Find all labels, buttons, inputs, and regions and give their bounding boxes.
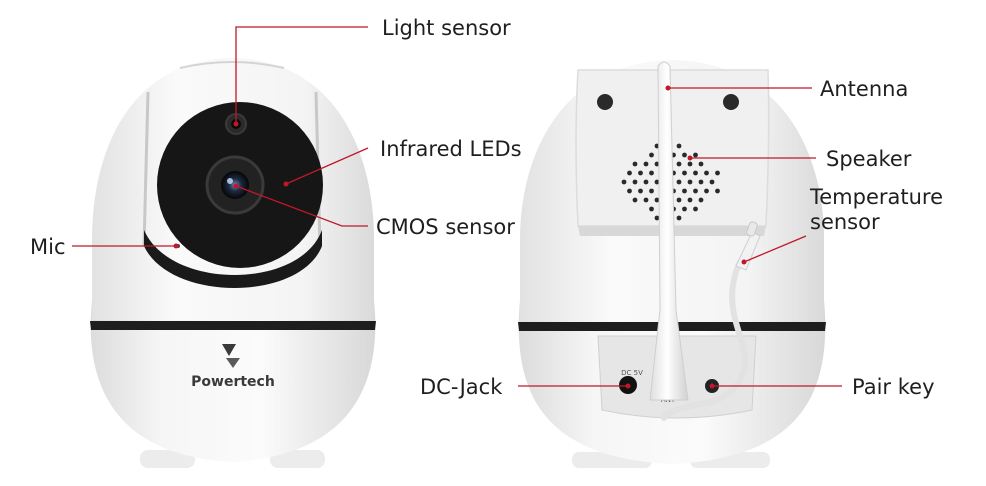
speaker-hole bbox=[687, 179, 693, 185]
speaker-hole bbox=[627, 170, 632, 176]
speaker-hole bbox=[704, 188, 709, 194]
speaker-hole bbox=[643, 179, 649, 185]
speaker-hole bbox=[627, 188, 632, 194]
label-infrared-leds: Infrared LEDs bbox=[380, 137, 522, 161]
callouts: Light sensor Infrared LEDs CMOS sensor M… bbox=[30, 16, 943, 399]
speaker-hole bbox=[654, 161, 660, 167]
speaker-hole bbox=[693, 170, 698, 176]
brand-name: Powertech bbox=[191, 374, 275, 390]
label-antenna: Antenna bbox=[820, 77, 908, 101]
front-top-seam bbox=[179, 61, 285, 69]
leader-cmos-sensor bbox=[235, 185, 368, 227]
leader-dot-pair-key bbox=[709, 383, 715, 389]
label-cmos-sensor: CMOS sensor bbox=[376, 215, 515, 239]
speaker-hole bbox=[687, 161, 693, 167]
front-foot-left bbox=[140, 450, 195, 468]
speaker-hole bbox=[682, 188, 687, 194]
label-pair-key: Pair key bbox=[852, 375, 935, 399]
temperature-cable bbox=[661, 259, 749, 421]
speaker-hole bbox=[693, 206, 698, 212]
leader-dot-infrared-leds bbox=[283, 181, 289, 187]
leader-dot-light-sensor bbox=[233, 121, 239, 127]
speaker-hole bbox=[649, 188, 654, 194]
speaker-hole bbox=[638, 170, 643, 176]
screw-left bbox=[597, 94, 613, 110]
leader-dot-mic bbox=[173, 243, 179, 249]
dc-marking: DC 5V bbox=[621, 369, 643, 377]
speaker-hole bbox=[693, 188, 698, 194]
speaker-hole bbox=[676, 161, 682, 167]
speaker-hole bbox=[676, 197, 682, 203]
speaker-hole bbox=[649, 152, 654, 158]
speaker-hole bbox=[682, 206, 687, 212]
leader-dot-speaker bbox=[687, 155, 693, 161]
speaker-hole bbox=[687, 197, 693, 203]
antenna bbox=[649, 61, 689, 401]
front-crescent bbox=[144, 230, 322, 288]
speaker-hole bbox=[632, 197, 638, 203]
speaker-hole bbox=[682, 152, 687, 158]
speaker-hole bbox=[676, 215, 682, 221]
speaker-hole bbox=[682, 170, 687, 176]
leader-dot-dc-jack bbox=[625, 383, 631, 389]
label-light-sensor: Light sensor bbox=[382, 16, 511, 40]
speaker-hole bbox=[676, 179, 682, 185]
screw-right bbox=[723, 94, 739, 110]
speaker-hole bbox=[654, 179, 660, 185]
front-body bbox=[90, 300, 376, 462]
lens-highlight bbox=[227, 178, 233, 184]
speaker-hole bbox=[654, 215, 660, 221]
temperature-probe-tip bbox=[746, 221, 758, 237]
front-foot-right bbox=[270, 450, 325, 468]
label-mic: Mic bbox=[30, 235, 66, 259]
speaker-hole bbox=[704, 170, 709, 176]
front-band bbox=[90, 321, 376, 330]
speaker-hole bbox=[698, 197, 704, 203]
label-temperature-sensor-line1: Temperature bbox=[809, 185, 943, 209]
speaker-hole bbox=[676, 143, 682, 149]
rear-camera: DC 5V ANT bbox=[518, 60, 826, 468]
leader-dot-antenna bbox=[665, 85, 671, 91]
speaker-hole bbox=[643, 161, 649, 167]
speaker-hole bbox=[632, 161, 638, 167]
leader-dot-temperature-sensor bbox=[741, 259, 747, 265]
leader-light-sensor bbox=[235, 26, 368, 124]
speaker-hole bbox=[715, 170, 720, 176]
speaker-hole bbox=[632, 179, 638, 185]
speaker-hole bbox=[715, 188, 720, 194]
speaker-hole bbox=[649, 206, 654, 212]
speaker-hole bbox=[649, 170, 654, 176]
front-slot-left bbox=[142, 91, 150, 247]
label-dc-jack: DC-Jack bbox=[420, 375, 503, 399]
label-temperature-sensor-line2: sensor bbox=[810, 210, 880, 234]
speaker-hole bbox=[621, 179, 627, 185]
brand-logo-icon bbox=[222, 344, 240, 368]
speaker-hole bbox=[709, 179, 715, 185]
label-speaker: Speaker bbox=[826, 147, 912, 171]
speaker-hole bbox=[698, 161, 704, 167]
speaker-hole bbox=[698, 179, 704, 185]
leader-infrared-leds bbox=[285, 147, 369, 185]
leader-dot-cmos-sensor bbox=[233, 183, 239, 189]
speaker-hole bbox=[638, 188, 643, 194]
front-camera: Powertech bbox=[90, 58, 376, 468]
speaker-hole bbox=[654, 197, 660, 203]
speaker-hole bbox=[643, 197, 649, 203]
speaker-hole bbox=[693, 152, 698, 158]
leader-temperature-sensor bbox=[743, 235, 807, 263]
